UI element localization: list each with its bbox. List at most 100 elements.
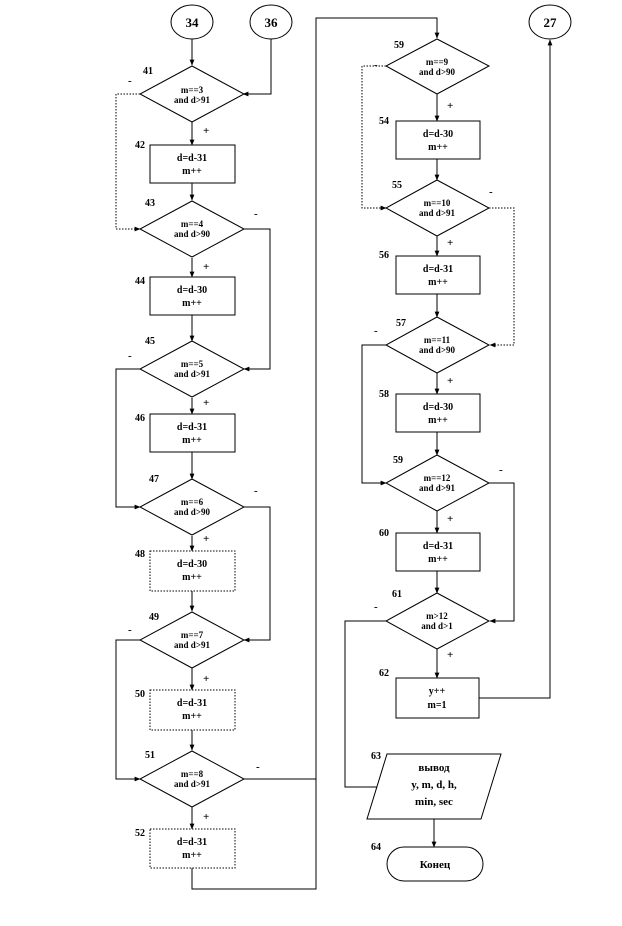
decision-41: m==3 and d>91 41: [138, 65, 246, 123]
decision-47-cond-2: and d>90: [174, 507, 210, 517]
process-46-line-1: d=d-31: [177, 422, 207, 433]
decision-43-cond-2: and d>90: [174, 229, 210, 239]
process-62-line-1: y++: [429, 686, 446, 697]
process-56-line-1: d=d-31: [423, 264, 453, 275]
sign-plus-45: +: [203, 397, 209, 409]
sign-plus-49: +: [203, 673, 209, 685]
process-42-line-2: m++: [182, 166, 202, 177]
process-54-line-2: m++: [428, 142, 448, 153]
process-58-line-1: d=d-30: [423, 402, 453, 413]
decision-41-cond-1: m==3: [181, 85, 204, 95]
process-48-line-1: d=d-30: [177, 559, 207, 570]
decision-43-cond-1: m==4: [181, 219, 204, 229]
process-50-line-2: m++: [182, 711, 202, 722]
sign-plus-61: +: [447, 649, 453, 661]
process-62: y++ m=1 62: [379, 668, 480, 719]
decision-61-number: 61: [392, 589, 402, 600]
decision-57-cond-2: and d>90: [419, 345, 455, 355]
decision-45-number: 45: [145, 336, 155, 347]
process-48: d=d-30 m++ 48: [135, 549, 236, 592]
process-50: d=d-31 m++ 50: [135, 689, 236, 731]
decision-43: m==4 and d>90 43: [138, 198, 246, 258]
decision-45-cond-1: m==5: [181, 359, 204, 369]
sign-plus-57: +: [447, 375, 453, 387]
process-54: d=d-30 m++ 54: [379, 116, 481, 160]
sign-minus-53: -: [374, 59, 378, 71]
io-output-line-2: y, m, d, h,: [411, 779, 457, 791]
decision-57: m==11 and d>90 57: [384, 316, 491, 374]
decision-51-cond-1: m==8: [181, 769, 204, 779]
connector-27: 27: [528, 4, 572, 40]
decision-51-cond-2: and d>91: [174, 779, 210, 789]
sign-minus-43: -: [254, 208, 258, 220]
decision-53: m==9 and d>90 59: [384, 38, 491, 95]
io-output-line-3: min, sec: [415, 796, 453, 808]
sign-minus-59: -: [499, 464, 503, 476]
decision-55-cond-2: and d>91: [419, 208, 455, 218]
left-column-flow-lines: [115, 17, 440, 890]
decision-59-cond-2: and d>91: [419, 483, 455, 493]
connector-36-label: 36: [265, 15, 279, 30]
process-58-number: 58: [379, 389, 389, 400]
decision-57-number: 57: [396, 318, 406, 329]
right-column-flow-lines: [344, 39, 553, 848]
sign-minus-51: -: [256, 761, 260, 773]
process-42: d=d-31 m++ 42: [135, 140, 236, 184]
decision-43-number: 43: [145, 198, 155, 209]
process-56-number: 56: [379, 250, 389, 261]
process-60-line-1: d=d-31: [423, 541, 453, 552]
process-56-line-2: m++: [428, 277, 448, 288]
decision-41-number: 41: [143, 66, 153, 77]
process-60-line-2: m++: [428, 554, 448, 565]
decision-47: m==6 and d>90 47: [138, 474, 246, 536]
process-42-number: 42: [135, 140, 145, 151]
io-output-63: вывод y, m, d, h, min, sec 63: [366, 751, 502, 820]
process-50-number: 50: [135, 689, 145, 700]
connector-34-label: 34: [186, 15, 200, 30]
decision-55-cond-1: m==10: [424, 198, 451, 208]
decision-61-cond-1: m>12: [426, 611, 448, 621]
connector-36: 36: [249, 4, 293, 40]
sign-minus-49: -: [128, 624, 132, 636]
decision-45-cond-2: and d>91: [174, 369, 210, 379]
process-46: d=d-31 m++ 46: [135, 413, 236, 453]
decision-59-cond-1: m==12: [424, 473, 451, 483]
process-52-number: 52: [135, 828, 145, 839]
process-56: d=d-31 m++ 56: [379, 250, 481, 295]
sign-plus-51: +: [203, 811, 209, 823]
process-52-line-2: m++: [182, 850, 202, 861]
sign-minus-41: -: [128, 75, 132, 87]
sign-plus-55: +: [447, 237, 453, 249]
sign-minus-61: -: [374, 601, 378, 613]
branch-signs: + - + - + - + - + - + - + - + - + - + - …: [128, 59, 503, 823]
process-62-line-2: m=1: [427, 700, 446, 711]
decision-53-cond-2: and d>90: [419, 67, 455, 77]
process-42-line-1: d=d-31: [177, 153, 207, 164]
process-52: d=d-31 m++ 52: [135, 828, 236, 869]
process-46-line-2: m++: [182, 435, 202, 446]
sign-plus-43: +: [203, 261, 209, 273]
sign-plus-41: +: [203, 125, 209, 137]
process-48-number: 48: [135, 549, 145, 560]
process-60: d=d-31 m++ 60: [379, 528, 481, 572]
sign-minus-47: -: [254, 485, 258, 497]
terminal-end-label: Конец: [420, 859, 451, 871]
process-54-number: 54: [379, 116, 389, 127]
decision-51: m==8 and d>91 51: [138, 750, 246, 808]
sign-plus-59: +: [447, 513, 453, 525]
decision-51-number: 51: [145, 750, 155, 761]
connector-27-label: 27: [544, 15, 558, 30]
decision-55-number: 55: [392, 180, 402, 191]
terminal-end-number: 64: [371, 842, 381, 853]
process-44-number: 44: [135, 276, 145, 287]
decision-49-number: 49: [149, 612, 159, 623]
sign-minus-57: -: [374, 325, 378, 337]
decision-59-number: 59: [393, 455, 403, 466]
decision-49: m==7 and d>91 49: [138, 611, 246, 669]
process-46-number: 46: [135, 413, 145, 424]
process-50-line-1: d=d-31: [177, 698, 207, 709]
decision-49-cond-1: m==7: [181, 630, 204, 640]
process-62-number: 62: [379, 668, 389, 679]
io-output-line-1: вывод: [418, 762, 450, 774]
decision-59: m==12 and d>91 59: [384, 454, 491, 512]
